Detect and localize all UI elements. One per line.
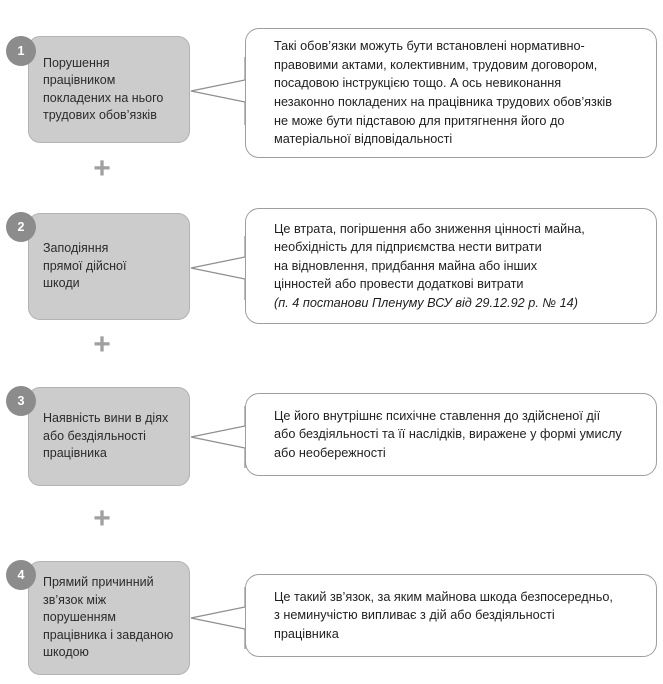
condition-box-3-text: Наявність вини в діях або бездіяльності …: [43, 411, 169, 461]
explanation-box-2[interactable]: Це втрата, погіршення або зниження цінно…: [245, 208, 657, 324]
explanation-box-2-content: Це втрата, погіршення або зниження цінно…: [274, 220, 585, 313]
step-number-badge-3: 3: [6, 386, 36, 416]
condition-box-1-text: Порушення працівником покладених на ньог…: [43, 55, 164, 123]
connector-bracket-1-svg: [190, 57, 246, 125]
condition-box-1[interactable]: Порушення працівником покладених на ньог…: [28, 36, 190, 143]
explanation-box-2-note: (п. 4 постанови Пленуму ВСУ від 29.12.92…: [274, 295, 578, 310]
step-number-badge-2: 2: [6, 212, 36, 242]
explanation-box-1-content: Такі обов’язки можуть бути встановлені н…: [274, 37, 612, 149]
connector-bracket-4-svg: [190, 587, 246, 649]
condition-box-4[interactable]: Прямий причинний зв’язок між порушенням …: [28, 561, 190, 675]
explanation-box-1[interactable]: Такі обов’язки можуть бути встановлені н…: [245, 28, 657, 158]
plus-separator-1: +: [93, 152, 111, 185]
explanation-box-4-content: Це такий зв’язок, за яким майнова шкода …: [274, 588, 613, 644]
explanation-box-4[interactable]: Це такий зв’язок, за яким майнова шкода …: [245, 574, 657, 657]
connector-bracket-2-svg: [190, 236, 246, 300]
condition-box-4-text: Прямий причинний зв’язок між порушенням …: [43, 575, 174, 660]
plus-separator-3: +: [93, 502, 111, 535]
step-number-badge-1: 1: [6, 36, 36, 66]
connector-bracket-4: [189, 586, 247, 650]
condition-box-3[interactable]: Наявність вини в діях або бездіяльності …: [28, 387, 190, 486]
explanation-box-4-text: Це такий зв’язок, за яким майнова шкода …: [274, 589, 613, 641]
explanation-box-3[interactable]: Це його внутрішнє психічне ставлення до …: [245, 393, 657, 476]
explanation-box-3-content: Це його внутрішнє психічне ставлення до …: [274, 407, 622, 463]
step-number-badge-4: 4: [6, 560, 36, 590]
connector-bracket-3-svg: [190, 406, 246, 468]
condition-box-2[interactable]: Заподіяння прямої дійсної шкоди: [28, 213, 190, 320]
plus-separator-2: +: [93, 328, 111, 361]
connector-bracket-2: [189, 235, 247, 301]
connector-bracket-3: [189, 405, 247, 469]
explanation-box-2-text: Це втрата, погіршення або зниження цінно…: [274, 221, 585, 292]
condition-box-2-text: Заподіяння прямої дійсної шкоди: [43, 241, 127, 291]
explanation-box-1-text: Такі обов’язки можуть бути встановлені н…: [274, 39, 612, 147]
connector-bracket-1: [189, 56, 247, 126]
explanation-box-3-text: Це його внутрішнє психічне ставлення до …: [274, 408, 622, 460]
